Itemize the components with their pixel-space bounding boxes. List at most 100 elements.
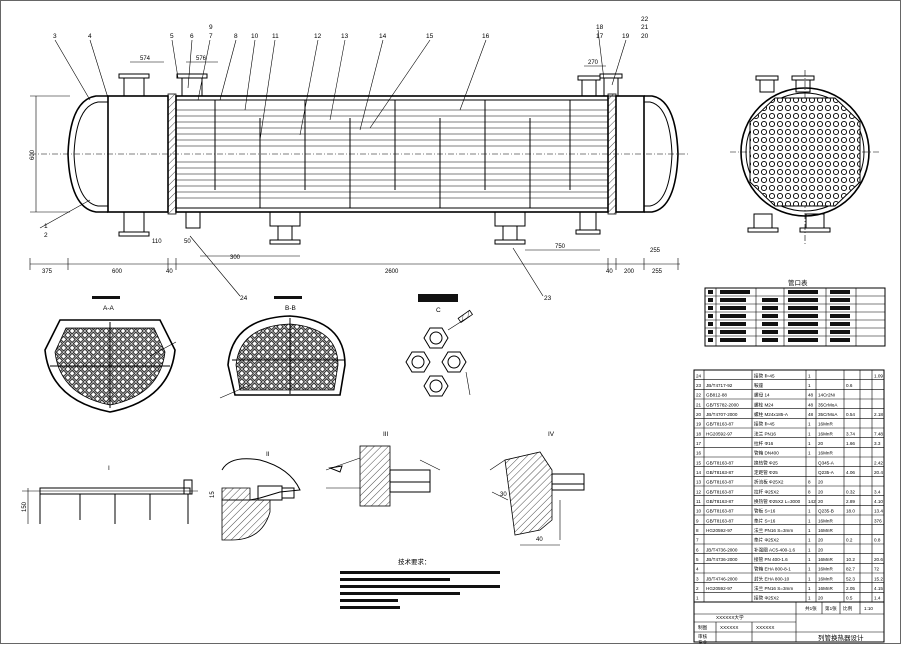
dim-text: 255 [652, 269, 663, 275]
parts-cell-mat: 16MnR [818, 576, 833, 581]
parts-cell-no: 5 [696, 557, 699, 562]
parts-cell-mat: 16MnR [818, 567, 833, 572]
parts-cell-w1: 0.54 [846, 412, 855, 417]
parts-cell-name: 管板 S=16 [754, 508, 776, 515]
parts-cell-mat: 14Cr2Ni [818, 393, 835, 398]
parts-cell-note: 13.4 [874, 509, 883, 514]
parts-cell-code: JB/T4736-2000 [706, 557, 738, 562]
parts-cell-qty: 1 [808, 576, 811, 581]
dim-text: 40 [606, 269, 613, 275]
sheet-number: 第1张 [825, 605, 837, 612]
parts-cell-no: 8 [696, 528, 699, 533]
parts-cell-code: GB/T5782-2000 [706, 402, 739, 407]
parts-cell-qty: 1 [808, 547, 811, 552]
part-label: 22 [641, 16, 649, 23]
part-label: 7 [209, 33, 213, 40]
part-label: 15 [426, 33, 434, 40]
title-row-value: XXXXXX [720, 625, 738, 630]
parts-cell-code: GB/T8163-87 [706, 509, 734, 514]
section-title: A-A [103, 305, 115, 312]
parts-cell-w1: 2.05 [846, 586, 855, 591]
sheet-count: 共1张 [805, 605, 817, 612]
detail-3: III [325, 431, 441, 507]
parts-cell-mat: 16MnR [818, 557, 833, 562]
detail-label: III [383, 431, 389, 438]
parts-cell-note: 20.6 [874, 557, 883, 562]
parts-cell-no: 19 [696, 422, 702, 427]
part-label: 23 [544, 295, 552, 302]
scale-value: 1:10 [864, 606, 873, 611]
parts-cell-qty: 1 [808, 383, 811, 388]
parts-cell-name: 接管 Ⅱ=45 [754, 421, 775, 428]
left-tube-sheet [167, 93, 177, 215]
parts-cell-name: 折流板 Φ25X2 [754, 479, 784, 486]
dim-text: 15 [210, 491, 216, 498]
parts-cell-code: GB/T8163-87 [706, 499, 734, 504]
parts-cell-qty: 1 [808, 373, 811, 378]
detail-label: II [266, 451, 270, 458]
parts-cell-no: 15 [696, 460, 702, 465]
parts-cell-name: 管箱 EHA 800-8-1 [754, 566, 791, 573]
parts-cell-mat: 16MnR [818, 451, 833, 456]
part-label: 1 [44, 223, 48, 230]
parts-cell-no: 23 [696, 383, 702, 388]
parts-cell-note: 3.3 [874, 441, 881, 446]
dim-text: 300 [230, 255, 241, 261]
part-label: 12 [314, 33, 322, 40]
parts-cell-name: 螺栓 M24 [754, 401, 774, 408]
bottom-side-view: I 150 [22, 465, 198, 524]
dim-text: 375 [42, 269, 53, 275]
parts-cell-no: 9 [696, 518, 699, 523]
part-label: 14 [379, 33, 387, 40]
parts-cell-no: 16 [696, 451, 702, 456]
dim-text: 574 [140, 56, 151, 62]
parts-cell-name: 接管 Ⅱ=45 [754, 372, 775, 379]
parts-cell-name: 定距管 Φ25 [754, 469, 778, 476]
dim-text: 576 [196, 56, 207, 62]
parts-cell-code: GB/T8163-87 [706, 480, 734, 485]
scale-label: 比例 [843, 605, 853, 612]
parts-cell-mat: 16MnR [818, 518, 833, 523]
parts-cell-note: 4.15 [874, 586, 883, 591]
parts-cell-no: 24 [696, 373, 702, 378]
nozzle-table-title: 管口表 [788, 278, 808, 287]
parts-cell-name: 补强圈 AC5-400-1.6 [754, 546, 796, 553]
parts-cell-no: 11 [696, 499, 701, 504]
parts-cell-qty: 1 [808, 518, 811, 523]
parts-cell-name: 螺母 14 [754, 392, 770, 399]
parts-cell-qty: 1 [808, 441, 811, 446]
dim-text: 600 [30, 149, 36, 160]
drawing-title: 列管换热器设计 [818, 633, 864, 642]
parts-cell-no: 13 [696, 480, 702, 485]
parts-cell-name: 垫片 Φ25X2 [754, 537, 779, 544]
tube-hole-detail: C [405, 294, 474, 397]
parts-cell-mat: 20 [818, 441, 824, 446]
parts-cell-name: 拉杆 Φ16 [754, 440, 774, 447]
parts-cell-no: 2 [696, 586, 699, 591]
part-label: 8 [234, 33, 238, 40]
parts-cell-w1: 1.66 [846, 441, 855, 446]
part-label: 21 [641, 24, 649, 31]
parts-cell-code: JB/T4707-2000 [706, 412, 738, 417]
dim-text: 200 [624, 269, 635, 275]
part-label: 16 [482, 33, 490, 40]
dim-text: 600 [112, 269, 123, 275]
leader-lines [39, 29, 627, 297]
parts-cell-name: 接管 PN 400-1.6 [754, 556, 788, 563]
parts-cell-note: 7.48 [874, 431, 883, 436]
dim-text: 30 [500, 492, 507, 498]
parts-cell-name: 垫片 S=16 [754, 517, 776, 524]
parts-cell-qty: 1 [808, 451, 811, 456]
parts-cell-no: 17 [696, 441, 702, 446]
baffle-plate-1: A-A [44, 296, 177, 413]
parts-cell-name: 拉杆 Φ25X2 [754, 488, 779, 495]
parts-cell-code: HG20592-97 [706, 586, 733, 591]
tube-layout [749, 97, 861, 207]
parts-cell-code: HG20592-97 [706, 528, 733, 533]
dim-text: 110 [152, 239, 162, 245]
title-row-label: 审核 [698, 633, 708, 640]
part-label: 9 [209, 24, 213, 31]
right-tube-sheet [607, 93, 617, 215]
parts-cell-note: 2.18 [874, 412, 883, 417]
